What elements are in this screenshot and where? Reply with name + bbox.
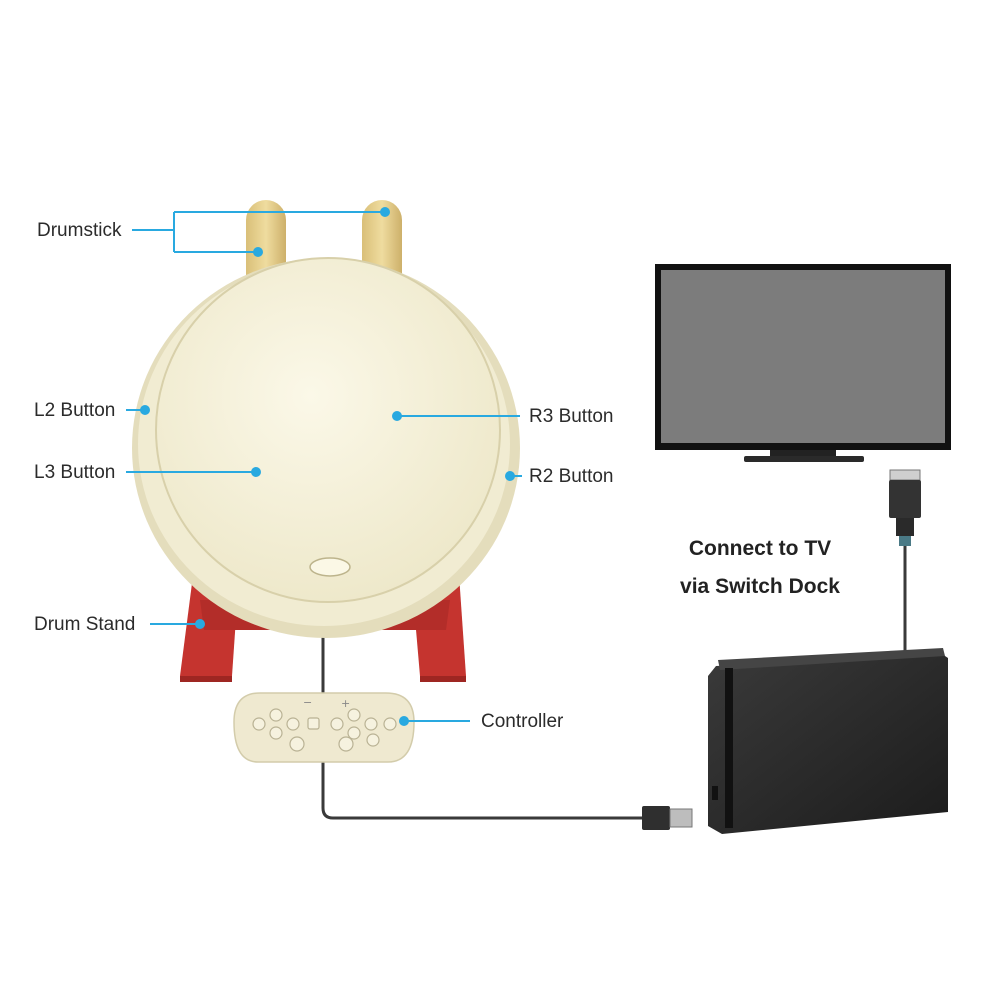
- drum-stand-label: Drum Stand: [34, 614, 136, 635]
- gamepad-icon: − +: [233, 692, 415, 763]
- controller-label: Controller: [481, 711, 564, 732]
- drumstick-label: Drumstick: [37, 220, 122, 241]
- l3-button-label: L3 Button: [34, 462, 116, 483]
- controller-to-dock-cable: [321, 762, 645, 820]
- usb-plug-icon: [642, 806, 693, 830]
- r3-button-label: R3 Button: [529, 406, 614, 427]
- callout-lines: [126, 211, 522, 722]
- television-icon: [655, 264, 951, 462]
- callout-dots: [140, 207, 515, 726]
- caption-line-1: Connect to TV: [688, 537, 832, 560]
- caption-line-2: via Switch Dock: [680, 575, 840, 598]
- cables: [321, 535, 907, 820]
- svg-text:−: −: [303, 696, 312, 709]
- l2-button-label: L2 Button: [34, 400, 116, 421]
- hdmi-plug-icon: [889, 469, 921, 546]
- r2-button-label: R2 Button: [529, 466, 614, 487]
- switch-dock-icon: [708, 648, 948, 834]
- svg-text:+: +: [341, 697, 350, 710]
- taiko-drum-icon: [132, 257, 520, 638]
